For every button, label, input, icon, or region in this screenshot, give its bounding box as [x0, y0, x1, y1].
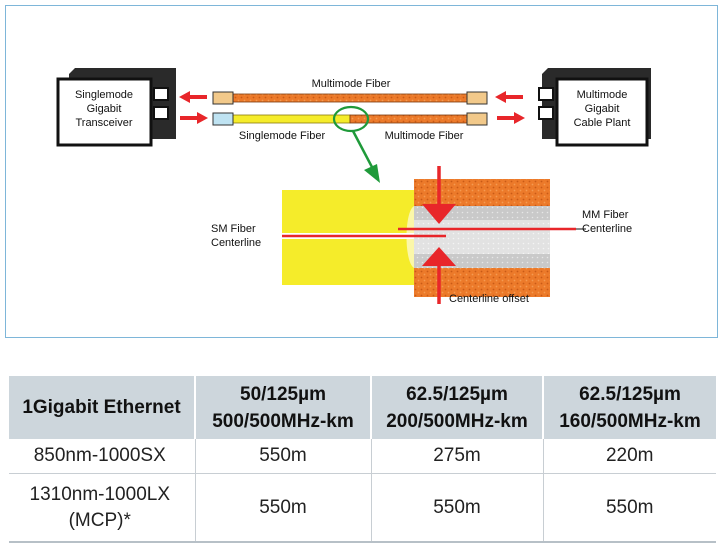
header-62-5-160-line-1: 62.5/125µm	[579, 383, 681, 405]
table-cell: 550m	[543, 473, 716, 543]
header-ethernet: 1Gigabit Ethernet	[9, 376, 196, 439]
gigabit-distance-table: 1Gigabit Ethernet 50/125µm 500/500MHz-km…	[9, 376, 716, 543]
table-cell: 550m	[371, 473, 544, 543]
bottom-patch-cable	[212, 105, 488, 133]
header-62-5-200-line-2: 200/500MHz-km	[386, 410, 528, 432]
row-label-text: 850nm-1000SX	[33, 445, 166, 466]
header-62-5-200-line-1: 62.5/125µm	[406, 383, 508, 405]
green-callout-arrow	[351, 130, 380, 183]
signal-arrows	[179, 91, 525, 124]
mm-centerline-label-2: Centerline	[582, 223, 632, 235]
row-label: 850nm-1000SX	[9, 439, 196, 474]
right-device-line-2: Gigabit	[585, 103, 620, 115]
header-50-125-line-2: 500/500MHz-km	[212, 410, 354, 432]
row-label: 1310nm-1000LX (MCP)*	[9, 473, 196, 543]
table-cell: 550m	[195, 439, 372, 474]
right-cable-plant-device: Multimode Gigabit Cable Plant	[538, 68, 651, 147]
top-fiber-label: Multimode Fiber	[312, 78, 391, 90]
right-device-line-1: Multimode	[577, 89, 628, 101]
header-62-5-160-line-2: 160/500MHz-km	[559, 410, 701, 432]
header-62-5-160: 62.5/125µm 160/500MHz-km	[543, 376, 716, 439]
left-transceiver-device: Singlemode Gigabit Transceiver	[56, 68, 176, 147]
mm-centerline-label-1: MM Fiber	[582, 209, 629, 221]
arrow-left-top-right	[495, 91, 523, 103]
table-row: 850nm-1000SX 550m 275m 220m	[9, 439, 716, 474]
table-row: 1310nm-1000LX (MCP)* 550m 550m 550m	[9, 473, 716, 543]
table-cell: 220m	[543, 439, 716, 474]
left-device-line-2: Gigabit	[87, 103, 122, 115]
singlemode-fiber-label: Singlemode Fiber	[239, 130, 326, 142]
table-header-row: 1Gigabit Ethernet 50/125µm 500/500MHz-km…	[9, 376, 716, 439]
sm-fiber-detail	[282, 190, 414, 285]
arrow-right-bottom	[180, 112, 208, 124]
header-50-125-line-1: 50/125µm	[240, 383, 326, 405]
joint-callout-circle	[332, 105, 370, 133]
sm-centerline-label-1: SM Fiber	[211, 223, 256, 235]
row-label-line-2: (MCP)*	[68, 509, 131, 531]
multimode-fiber-label: Multimode Fiber	[385, 130, 464, 142]
fiber-offset-diagram: Singlemode Gigabit Transceiver Multimode…	[56, 68, 651, 305]
header-ethernet-text: 1Gigabit Ethernet	[22, 397, 181, 418]
centerline-offset-label: Centerline offset	[449, 293, 529, 305]
left-device-line-1: Singlemode	[75, 89, 133, 101]
header-62-5-200: 62.5/125µm 200/500MHz-km	[371, 376, 544, 439]
diagram-frame: Singlemode Gigabit Transceiver Multimode…	[5, 5, 718, 338]
arrow-left-top	[179, 91, 207, 103]
offset-arrows	[422, 166, 456, 304]
mm-fiber-detail	[406, 179, 550, 297]
sm-centerline-label-2: Centerline	[211, 237, 261, 249]
right-device-line-3: Cable Plant	[574, 117, 631, 129]
header-50-125: 50/125µm 500/500MHz-km	[195, 376, 372, 439]
top-multimode-cable	[212, 91, 488, 105]
table-cell: 275m	[371, 439, 544, 474]
table-cell: 550m	[195, 473, 372, 543]
arrow-right-bottom-right	[497, 112, 525, 124]
left-device-line-3: Transceiver	[75, 117, 132, 129]
row-label-line-1: 1310nm-1000LX	[29, 483, 171, 505]
